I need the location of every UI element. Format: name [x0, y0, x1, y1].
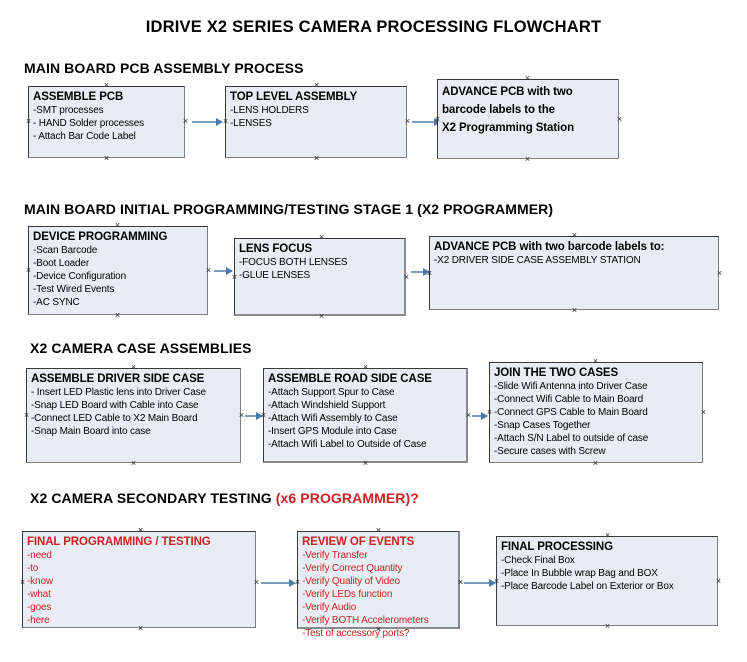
- connector-arrow: [464, 579, 496, 587]
- node-title: TOP LEVEL ASSEMBLY: [230, 91, 358, 103]
- node-line: -Check Final Box: [501, 555, 575, 566]
- node-device-programming[interactable]: DEVICE PROGRAMMING -Scan Barcode -Boot L…: [28, 226, 208, 315]
- node-line: -Device Configuration: [33, 271, 127, 282]
- node-line: -Boot Loader: [33, 258, 90, 269]
- node-line: -Slide Wifi Antenna into Driver Case: [494, 381, 648, 392]
- node-line: - Attach Bar Code Label: [33, 131, 136, 142]
- node-title: ASSEMBLE ROAD SIDE CASE: [268, 373, 432, 385]
- node-line: -Verify LEDs function: [302, 589, 393, 600]
- node-line: -GLUE LENSES: [239, 270, 311, 281]
- section-heading-3: X2 CAMERA CASE ASSEMBLIES: [30, 340, 252, 356]
- node-line: -need: [27, 550, 52, 561]
- node-line-overflow: -Test of accessory ports?: [302, 628, 410, 639]
- node-title: REVIEW OF EVENTS: [302, 536, 415, 548]
- page-title: IDRIVE X2 SERIES CAMERA PROCESSING FLOWC…: [145, 18, 602, 36]
- node-title: ADVANCE PCB with two: [442, 86, 573, 98]
- connector-arrow: [472, 412, 488, 420]
- node-advance-pcb-station[interactable]: ADVANCE PCB with two barcode labels to t…: [437, 79, 619, 159]
- node-review-of-events[interactable]: REVIEW OF EVENTS -Verify Transfer -Verif…: [297, 531, 460, 639]
- node-line: -LENS HOLDERS: [230, 105, 309, 116]
- node-line: -Attach Support Spur to Case: [268, 387, 395, 398]
- node-title: ASSEMBLE DRIVER SIDE CASE: [31, 373, 205, 385]
- section-heading-4-highlight: (x6 PROGRAMMER)?: [275, 490, 419, 506]
- node-top-level-assembly[interactable]: TOP LEVEL ASSEMBLY -LENS HOLDERS -LENSES: [225, 86, 407, 158]
- section-heading-1: MAIN BOARD PCB ASSEMBLY PROCESS: [24, 60, 304, 76]
- node-line: -Attach Wifi Label to Outside of Case: [268, 439, 427, 450]
- section-heading-4-text: X2 CAMERA SECONDARY TESTING: [30, 490, 276, 506]
- node-title: LENS FOCUS: [239, 243, 313, 255]
- node-line: barcode labels to the: [442, 104, 555, 116]
- node-line: -FOCUS BOTH LENSES: [239, 257, 348, 268]
- connector-arrow: [192, 118, 223, 126]
- node-line: -X2 DRIVER SIDE CASE ASSEMBLY STATION: [434, 255, 641, 266]
- connector-arrow: [245, 412, 263, 420]
- connector-arrow: [412, 118, 441, 126]
- node-line: -what: [27, 589, 51, 600]
- section-heading-3-text: X2 CAMERA CASE ASSEMBLIES: [30, 340, 252, 356]
- node-line: -Snap LED Board with Cable into Case: [31, 400, 199, 411]
- node-line: -Verify Quality of Video: [302, 576, 400, 587]
- node-lens-focus[interactable]: LENS FOCUS -FOCUS BOTH LENSES -GLUE LENS…: [234, 238, 406, 316]
- node-line: -Connect LED Cable to X2 Main Board: [31, 413, 198, 424]
- node-line: -Snap Main Board into case: [31, 426, 151, 437]
- section-heading-2-text: MAIN BOARD INITIAL PROGRAMMING/TESTING S…: [24, 201, 554, 217]
- node-advance-pcb-driver-side[interactable]: ADVANCE PCB with two barcode labels to: …: [429, 236, 719, 310]
- node-assemble-driver-side-case[interactable]: ASSEMBLE DRIVER SIDE CASE - Insert LED P…: [26, 368, 241, 463]
- node-line: -Verify Audio: [302, 602, 357, 613]
- node-line: -Test Wired Events: [33, 284, 115, 295]
- node-line: -Attach Windshield Support: [268, 400, 386, 411]
- node-line: -Place In Bubble wrap Bag and BOX: [501, 568, 658, 579]
- node-title: FINAL PROCESSING: [501, 541, 613, 553]
- node-line: -Verify Transfer: [302, 550, 368, 561]
- node-line: -Connect GPS Cable to Main Board: [494, 407, 648, 418]
- node-line: -Place Barcode Label on Exterior or Box: [501, 581, 674, 592]
- node-line: -Secure cases with Screw: [494, 446, 606, 457]
- node-join-the-two-cases[interactable]: JOIN THE TWO CASES -Slide Wifi Antenna i…: [489, 362, 703, 463]
- node-title: FINAL PROGRAMMING / TESTING: [27, 536, 211, 548]
- node-final-programming-testing[interactable]: FINAL PROGRAMMING / TESTING -need -to -k…: [22, 531, 256, 628]
- node-line: -Insert GPS Module into Case: [268, 426, 397, 437]
- node-line: -Verify BOTH Accelerometers: [302, 615, 429, 626]
- node-line: -AC SYNC: [33, 297, 80, 308]
- node-title: ADVANCE PCB with two barcode labels to:: [434, 241, 665, 253]
- node-title: JOIN THE TWO CASES: [494, 367, 619, 379]
- node-line: -know: [27, 576, 53, 587]
- node-line: -goes: [27, 602, 52, 613]
- node-assemble-road-side-case[interactable]: ASSEMBLE ROAD SIDE CASE -Attach Support …: [263, 368, 468, 463]
- connector-arrow: [411, 268, 430, 276]
- node-line: -LENSES: [230, 118, 272, 129]
- connector-arrow: [261, 579, 296, 587]
- node-final-processing[interactable]: FINAL PROCESSING -Check Final Box -Place…: [496, 536, 718, 626]
- node-line: - Insert LED Plastic lens into Driver Ca…: [31, 387, 206, 398]
- section-heading-1-text: MAIN BOARD PCB ASSEMBLY PROCESS: [24, 60, 304, 76]
- section-heading-4: X2 CAMERA SECONDARY TESTING (x6 PROGRAMM…: [30, 490, 419, 506]
- connector-arrow: [214, 267, 233, 275]
- node-line: X2 Programming Station: [442, 122, 574, 134]
- node-line: -to: [27, 563, 39, 574]
- node-line: - HAND Solder processes: [33, 118, 145, 129]
- node-title: ASSEMBLE PCB: [33, 91, 124, 103]
- node-line: -Snap Cases Together: [494, 420, 591, 431]
- section-heading-2: MAIN BOARD INITIAL PROGRAMMING/TESTING S…: [24, 201, 553, 217]
- node-line: -Connect Wifi Cable to Main Board: [494, 394, 644, 405]
- node-line: -Attach S/N Label to outside of case: [494, 433, 649, 444]
- node-line: -Scan Barcode: [33, 245, 98, 256]
- node-title: DEVICE PROGRAMMING: [33, 231, 168, 243]
- node-assemble-pcb[interactable]: ASSEMBLE PCB -SMT processes - HAND Solde…: [28, 86, 185, 158]
- node-line: -Verify Correct Quantity: [302, 563, 403, 574]
- node-line: -SMT processes: [33, 105, 104, 116]
- node-line: -here: [27, 615, 50, 626]
- node-line: -Attach Wifi Assembly to Case: [268, 413, 398, 424]
